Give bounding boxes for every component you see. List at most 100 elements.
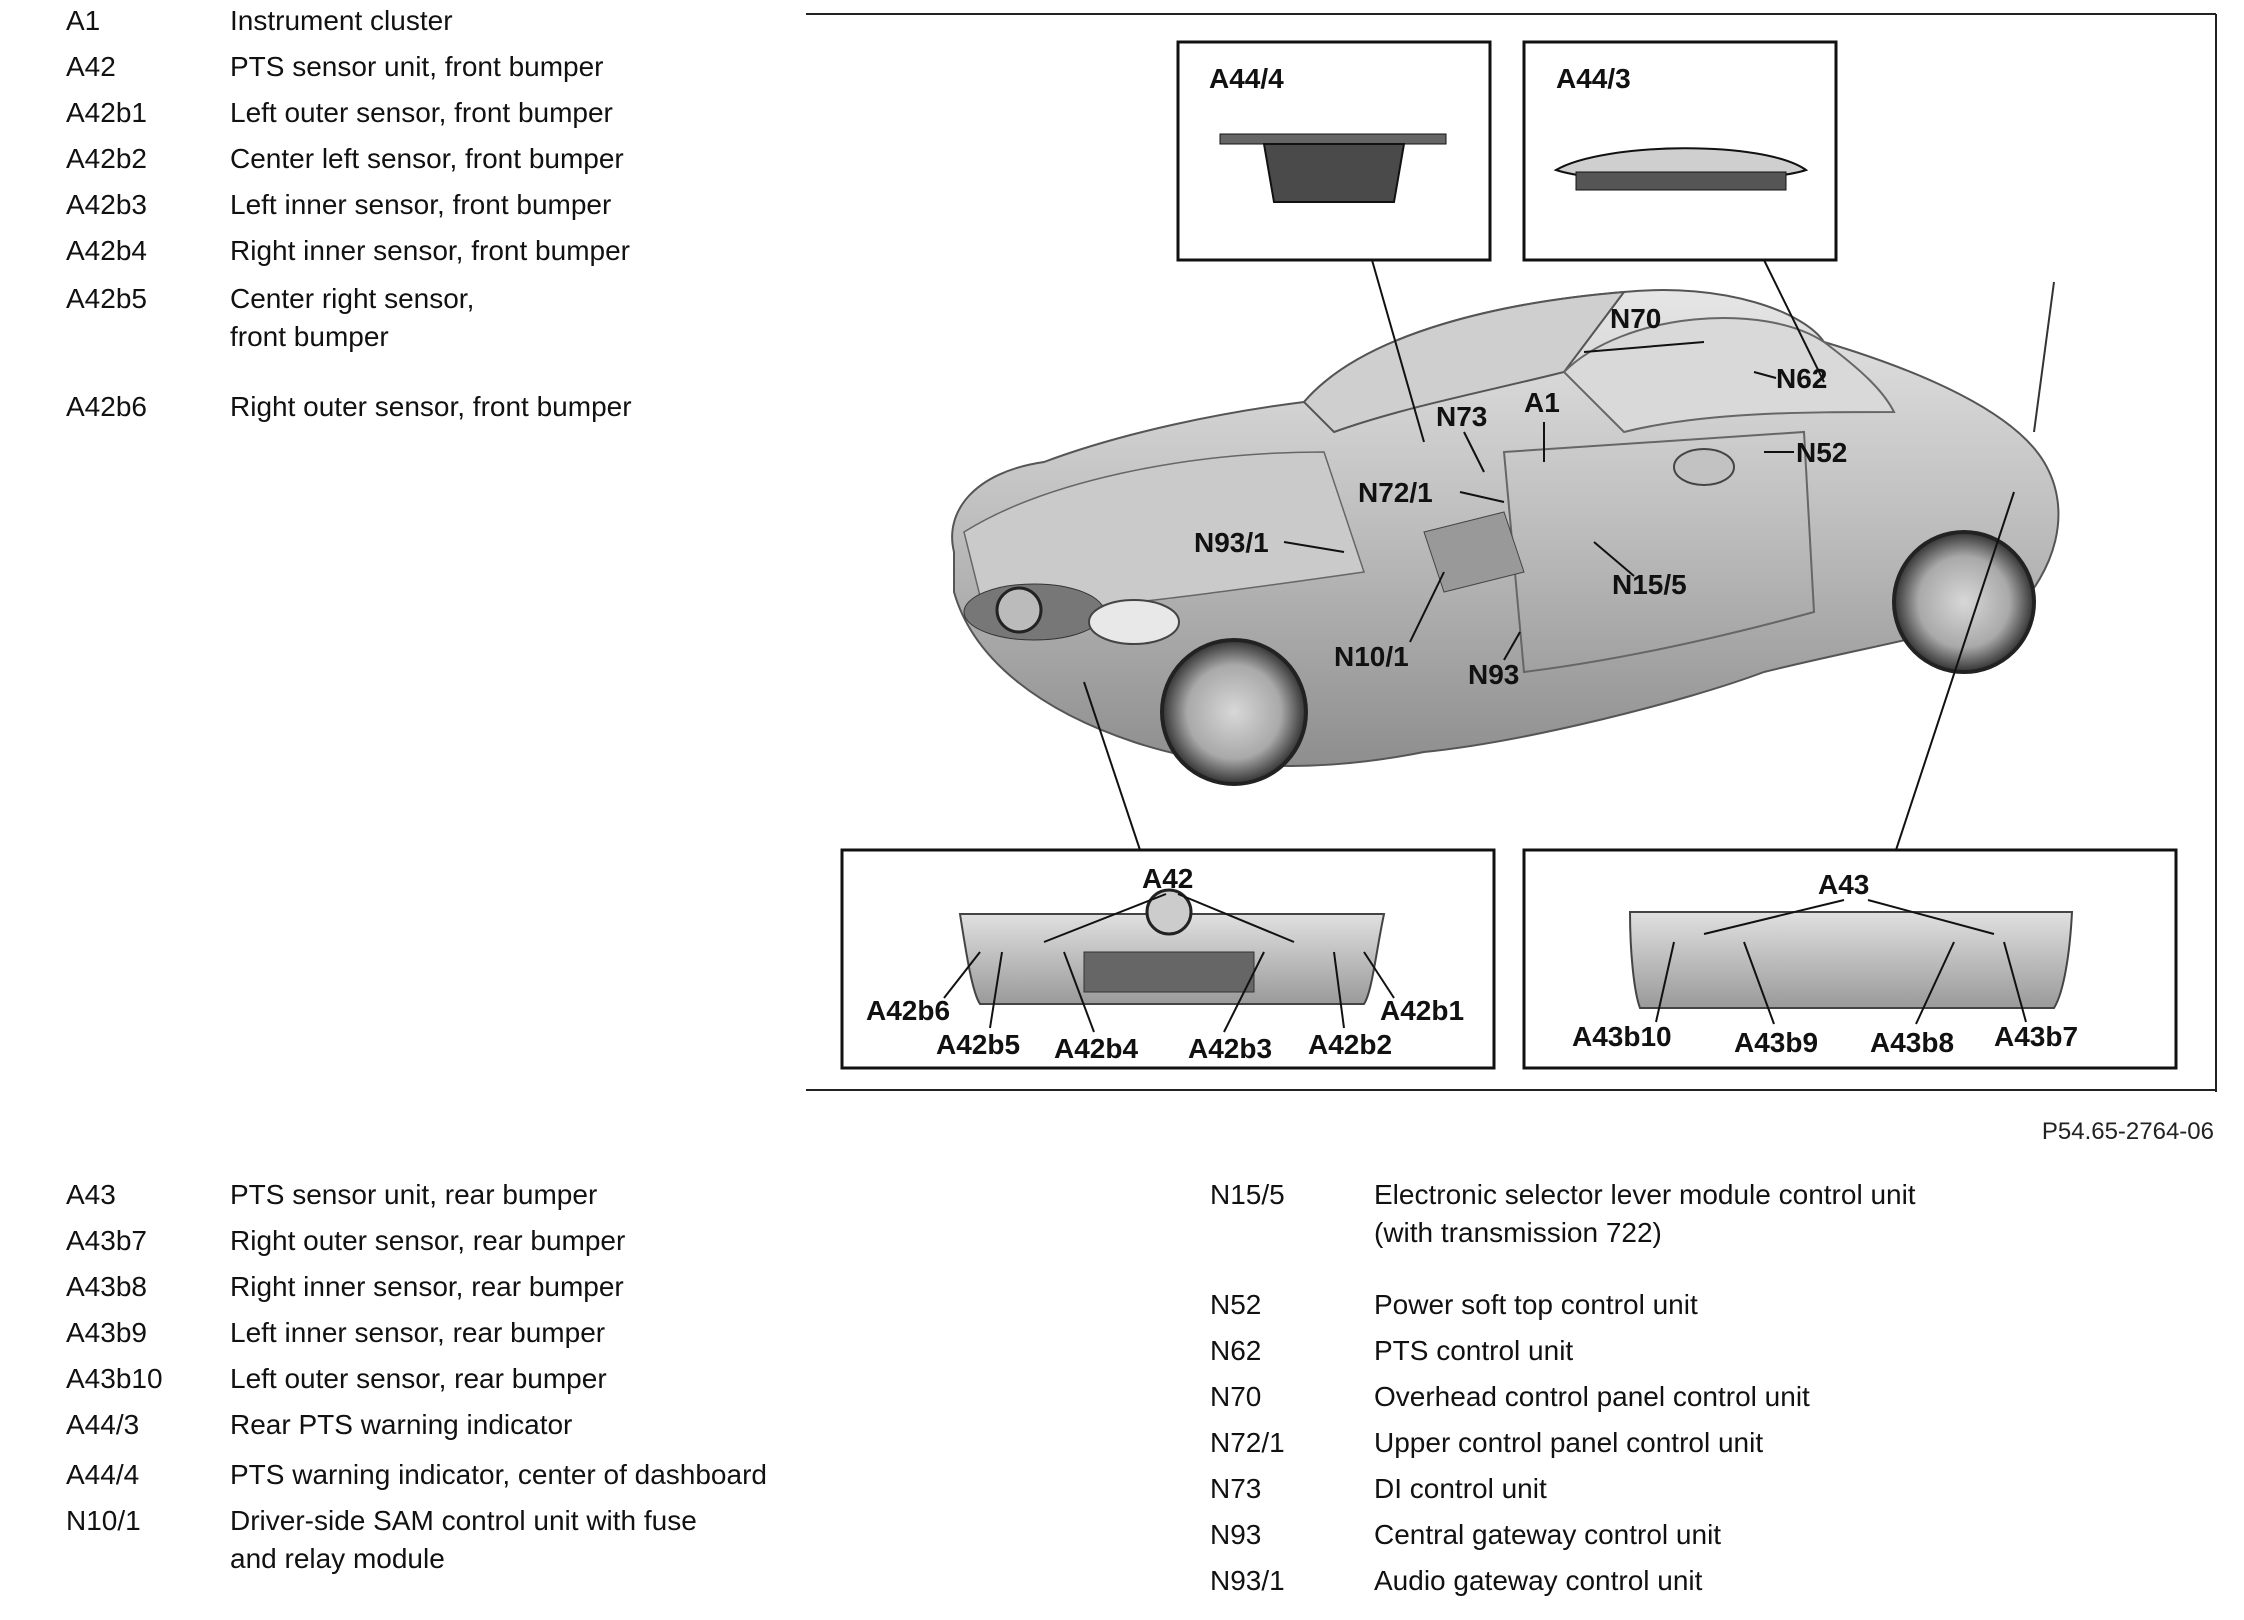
label-n62: N62 [1776,363,1827,394]
legend-description: PTS sensor unit, rear bumper [230,1176,597,1214]
inset-label-a42: A42 [1142,863,1193,894]
legend-description: Rear PTS warning indicator [230,1406,572,1444]
legend-code: A43b9 [66,1317,147,1348]
legend-description-line: Electronic selector lever module control… [1374,1179,1916,1210]
legend-description-line: Audio gateway control unit [1374,1565,1703,1596]
legend-description: Central gateway control unit [1374,1516,1721,1554]
legend-description-line: and relay module [230,1543,445,1574]
legend-description-line: Left inner sensor, front bumper [230,189,612,220]
label-a42b6: A42b6 [866,995,950,1026]
legend-code: A43b8 [66,1271,147,1302]
label-n52: N52 [1796,437,1847,468]
legend-description: DI control unit [1374,1470,1547,1508]
legend-description: PTS warning indicator, center of dashboa… [230,1456,767,1494]
legend-description-line: PTS sensor unit, rear bumper [230,1179,598,1210]
label-a42b2: A42b2 [1308,1029,1392,1060]
legend-description-line: PTS sensor unit, front bumper [230,51,604,82]
inset-rear-bumper: A43 A43b10 A43b9 A43b8 A43b7 [1522,848,2178,1070]
inset-label-a44-3: A44/3 [1556,63,1631,94]
legend-description-line: PTS control unit [1374,1335,1574,1366]
legend-description: Driver-side SAM control unit with fuse an… [230,1502,697,1578]
legend-code: N70 [1210,1381,1262,1412]
headlight [1088,599,1180,645]
legend-description-line: Right inner sensor, rear bumper [230,1271,624,1302]
label-n73: N73 [1436,401,1487,432]
legend-code: N15/5 [1210,1179,1285,1210]
legend-description-line: Driver-side SAM control unit with fuse [230,1505,697,1536]
legend-description-line: Right outer sensor, rear bumper [230,1225,626,1256]
inset-label-a44-4: A44/4 [1209,63,1284,94]
legend-code: N52 [1210,1289,1262,1320]
legend-description: Left outer sensor, rear bumper [230,1360,607,1398]
legend-description: Right outer sensor, front bumper [230,388,632,426]
car-door [1502,430,1816,674]
legend-description: Right inner sensor, front bumper [230,232,630,270]
legend-description: Instrument cluster [230,2,453,40]
label-n70: N70 [1610,303,1661,334]
inset-label-a43: A43 [1818,869,1869,900]
legend-description: Left inner sensor, rear bumper [230,1314,605,1352]
legend-code: A43b7 [66,1225,147,1256]
legend-code: A42b2 [66,143,147,174]
label-n93-1: N93/1 [1194,527,1269,558]
legend-code: A44/3 [66,1409,140,1440]
legend-description-line: Left outer sensor, front bumper [230,97,613,128]
side-mirror [1673,448,1735,486]
label-a1: A1 [1524,387,1560,418]
mercedes-star-logo [995,586,1043,634]
legend-description: Overhead control panel control unit [1374,1378,1810,1416]
legend-code: A42b3 [66,189,147,220]
legend-description-line: Right inner sensor, front bumper [230,235,630,266]
legend-description-line: Left inner sensor, rear bumper [230,1317,606,1348]
legend-description-line: Center left sensor, front bumper [230,143,624,174]
label-n72-1: N72/1 [1358,477,1433,508]
legend-description: Center right sensor,front bumper [230,280,474,356]
legend-description: Right inner sensor, rear bumper [230,1268,624,1306]
label-a42b1: A42b1 [1380,995,1464,1026]
car-windshield [1302,290,1627,434]
legend-description-line: Upper control panel control unit [1374,1427,1764,1458]
rear-wheel [1892,530,2036,674]
legend-description-line: (with transmission 722) [1374,1217,1662,1248]
inset-a44-4: A44/4 [1176,40,1492,262]
legend-code: A1 [66,5,101,36]
legend-code: N62 [1210,1335,1262,1366]
legend-description-line: Central gateway control unit [1374,1519,1722,1550]
label-a42b4: A42b4 [1054,1033,1138,1064]
legend-description: Right outer sensor, rear bumper [230,1222,625,1260]
label-a43b7: A43b7 [1994,1021,2078,1052]
front-bumper-star-logo [1145,888,1193,936]
figure-id: P54.65-2764-06 [2041,1118,2214,1145]
legend-description-line: front bumper [230,321,389,352]
car-illustration [951,281,2060,786]
legend-description: Left outer sensor, front bumper [230,94,613,132]
legend-description-line: Instrument cluster [230,5,453,36]
legend-description: Center left sensor, front bumper [230,140,624,178]
legend-code: A42b5 [66,283,147,314]
label-a43b8: A43b8 [1870,1027,1954,1058]
legend-description: Left inner sensor, front bumper [230,186,611,224]
legend-code: A42 [66,51,116,82]
legend-description-line: Overhead control panel control unit [1374,1381,1810,1412]
legend-code: A42b1 [66,97,147,128]
legend-description-line: PTS warning indicator, center of dashboa… [230,1459,767,1490]
vehicle-diagram: A44/4 A44/3 A42 A42b6 A42b5 A42b4 A42b3 … [806,13,2217,1092]
legend-description: Electronic selector lever module control… [1374,1176,1916,1252]
legend-description-line: Left outer sensor, rear bumper [230,1363,607,1394]
legend-description: PTS sensor unit, front bumper [230,48,604,86]
antenna [2033,281,2055,433]
label-n15-5: N15/5 [1612,569,1687,600]
label-a42b3: A42b3 [1188,1033,1272,1064]
label-a43b10: A43b10 [1572,1021,1672,1052]
legend-code: A42b4 [66,235,147,266]
label-a43b9: A43b9 [1734,1027,1818,1058]
label-n93: N93 [1468,659,1519,690]
rear-bumper-shape [1628,911,2074,1009]
inset-a44-3: A44/3 [1522,40,1838,262]
label-a42b5: A42b5 [936,1029,1020,1060]
legend-description: Upper control panel control unit [1374,1424,1763,1462]
legend-code: N73 [1210,1473,1262,1504]
legend-description-line: DI control unit [1374,1473,1547,1504]
legend-description: Audio gateway control unit [1374,1562,1702,1600]
legend-code: A43b10 [66,1363,163,1394]
